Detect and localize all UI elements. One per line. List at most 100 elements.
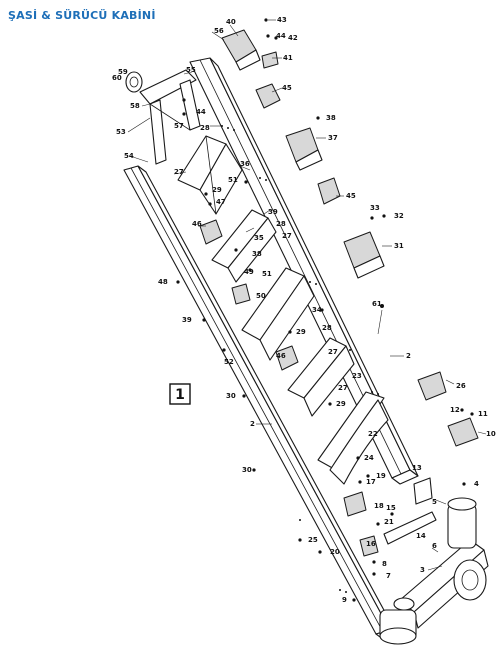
callout-c50: 30 (226, 392, 246, 400)
callout-c51: 29 (328, 400, 346, 408)
svg-text:29: 29 (336, 400, 346, 408)
svg-text:27: 27 (282, 232, 292, 240)
svg-text:46: 46 (276, 352, 286, 360)
svg-text:29: 29 (212, 186, 222, 194)
callout-c53: 11 (470, 410, 488, 418)
svg-text:42: 42 (288, 34, 298, 42)
svg-text:38: 38 (326, 114, 336, 122)
rear-cross-frame (125, 69, 201, 165)
svg-text:44: 44 (196, 108, 206, 116)
callout-c26: 45 (336, 192, 356, 200)
svg-text:30: 30 (226, 392, 236, 400)
svg-text:35: 35 (254, 234, 264, 242)
svg-text:50: 50 (256, 292, 266, 300)
svg-text:45: 45 (346, 192, 356, 200)
callout-c29: 35 (245, 227, 264, 242)
callout-c74: 3 (420, 565, 443, 574)
svg-text:45: 45 (282, 84, 292, 92)
svg-text:16: 16 (366, 540, 376, 548)
callout-c36: 50 (256, 292, 266, 300)
svg-text:58: 58 (130, 102, 140, 110)
callout-c15: 53 (116, 117, 151, 136)
callout-c65: 5 (432, 498, 447, 506)
callout-c17: 37 (316, 134, 338, 142)
svg-text:36: 36 (240, 160, 250, 168)
callout-c39: 61 (372, 300, 384, 335)
callout-c3: 56 (211, 27, 225, 41)
cross-member-1 (177, 135, 243, 215)
callout-c12: 44 (182, 98, 206, 116)
svg-text:38: 38 (252, 250, 262, 258)
svg-text:51: 51 (262, 270, 272, 278)
callout-c9: 59 (118, 68, 128, 76)
svg-text:2: 2 (406, 352, 411, 360)
svg-text:9: 9 (342, 596, 347, 604)
svg-text:39: 39 (182, 316, 192, 324)
callout-c56: 2 (250, 420, 272, 428)
callout-c31: 27 (282, 232, 292, 240)
callout-c58: 13 (412, 464, 422, 472)
callout-c52: 12 (450, 406, 464, 414)
svg-text:28: 28 (322, 324, 332, 332)
callout-c7: 45 (271, 84, 292, 93)
callout-c14: 28 (200, 124, 222, 132)
callout-c35: 51 (262, 270, 272, 278)
callout-c5: 42 (274, 34, 298, 42)
callout-c21: 51 (228, 176, 248, 184)
svg-text:48: 48 (158, 278, 168, 286)
callout-c33: 31 (382, 242, 404, 250)
svg-text:15: 15 (386, 504, 396, 512)
cross-member-5 (317, 391, 389, 485)
svg-text:43: 43 (277, 16, 287, 24)
svg-text:49: 49 (244, 268, 254, 276)
svg-text:28: 28 (276, 220, 286, 228)
callout-c42: 28 (322, 324, 332, 332)
callout-c13: 57 (174, 112, 186, 130)
callout-c68: 16 (366, 540, 376, 548)
svg-text:19: 19 (376, 472, 386, 480)
callout-c19: 54 (124, 152, 149, 163)
callout-c70: 6 (431, 542, 439, 553)
assembly-number: 1 (175, 387, 185, 403)
callouts: 40 43 56 44 42 41 45 60 59 55 58 44 57 2… (112, 16, 496, 604)
callout-c71: 20 (318, 548, 340, 556)
callout-c47: 23 (352, 372, 362, 380)
svg-text:3: 3 (420, 566, 425, 574)
callout-c54: 22 (368, 430, 378, 438)
svg-text:32: 32 (394, 212, 404, 220)
callout-c69: 25 (298, 536, 318, 544)
bracket-26 (417, 371, 447, 401)
svg-text:28: 28 (200, 124, 210, 132)
svg-text:6: 6 (432, 542, 437, 550)
callout-c25: 39 (263, 208, 278, 216)
callout-c18: 36 (239, 160, 251, 171)
callout-c1: 40 (226, 18, 239, 37)
callout-c16: 38 (316, 114, 336, 122)
callout-c60: 17 (358, 478, 376, 486)
svg-text:53: 53 (116, 128, 126, 136)
bracket-14 (383, 511, 437, 545)
svg-text:61: 61 (372, 300, 382, 308)
svg-text:57: 57 (174, 122, 184, 130)
callout-c40: 39 (182, 316, 206, 324)
callout-c24: 46 (192, 220, 206, 228)
callout-c34: 49 (244, 268, 254, 276)
callout-c11: 58 (130, 102, 151, 110)
bracket-37 (285, 127, 323, 171)
callout-c38: 34 (312, 306, 324, 314)
bracket-45a (255, 83, 281, 109)
svg-text:21: 21 (384, 518, 394, 526)
svg-text:55: 55 (186, 66, 196, 74)
callout-c32: 38 (234, 248, 262, 258)
svg-text:24: 24 (364, 454, 374, 462)
callout-c63: 18 (374, 502, 384, 510)
bracket-45b (317, 177, 341, 205)
bracket-46a (199, 219, 223, 245)
cross-member-4 (287, 337, 355, 417)
svg-text:5: 5 (432, 498, 437, 506)
callout-c72: 8 (372, 560, 387, 568)
svg-text:60: 60 (112, 74, 122, 82)
callout-c28: 32 (382, 212, 404, 220)
svg-text:41: 41 (283, 54, 293, 62)
bracket-10 (447, 417, 479, 447)
